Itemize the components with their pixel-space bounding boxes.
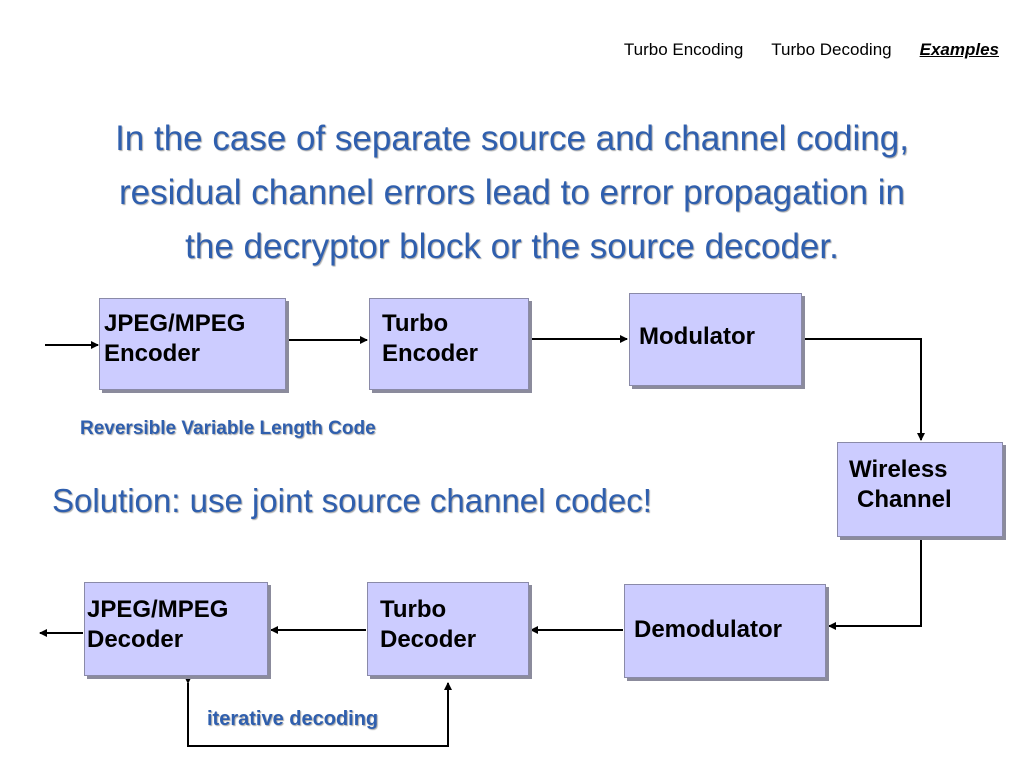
headline-line-2: residual channel errors lead to error pr…: [118, 173, 905, 212]
iterative-decoding-loop: [184, 676, 452, 747]
jpeg-decoder-line-1: JPEG/MPEG: [87, 596, 229, 623]
headline-line-3: the decryptor block or the source decode…: [185, 227, 839, 266]
modulator-block: Modulator: [629, 293, 802, 386]
arrow-modulator-to-channel: [805, 338, 925, 441]
jpeg-encoder-line-1: JPEG/MPEG: [104, 310, 246, 337]
turbo-encoder-line-2: Encoder: [382, 340, 479, 367]
modulator-label: Modulator: [639, 323, 755, 350]
nav-turbo-encoding[interactable]: Turbo Encoding: [623, 40, 744, 59]
nav-turbo-decoding[interactable]: Turbo Decoding: [771, 40, 892, 59]
jpeg-decoder-line-2: Decoder: [87, 626, 184, 653]
top-nav: Turbo Encoding Turbo Decoding Examples: [624, 40, 999, 60]
jpeg-mpeg-decoder-block: JPEG/MPEG Decoder: [84, 582, 268, 676]
rvlc-label: Reversible Variable Length Code: [80, 418, 376, 439]
turbo-encoder-block: Turbo Encoder: [369, 298, 529, 390]
solution-text: Solution: use joint source channel codec…: [52, 482, 652, 519]
demodulator-block: Demodulator: [624, 584, 826, 678]
headline-line-1: In the case of separate source and chann…: [115, 119, 909, 158]
wireless-channel-line-2: Channel: [857, 486, 952, 513]
demodulator-label: Demodulator: [634, 616, 783, 643]
jpeg-mpeg-encoder-block: JPEG/MPEG Encoder: [99, 298, 286, 390]
turbo-decoder-line-1: Turbo: [380, 596, 447, 623]
wireless-channel-block: Wireless Channel: [837, 442, 1003, 537]
wireless-channel-line-1: Wireless: [849, 456, 948, 483]
headline: In the case of separate source and chann…: [20, 112, 1004, 274]
turbo-encoder-line-1: Turbo: [382, 310, 449, 337]
jpeg-encoder-line-2: Encoder: [104, 340, 201, 367]
turbo-decoder-line-2: Decoder: [380, 626, 477, 653]
nav-examples[interactable]: Examples: [919, 40, 999, 59]
arrow-channel-to-demodulator: [828, 538, 922, 630]
turbo-decoder-block: Turbo Decoder: [367, 582, 529, 676]
iterative-decoding-label: iterative decoding: [207, 708, 379, 730]
